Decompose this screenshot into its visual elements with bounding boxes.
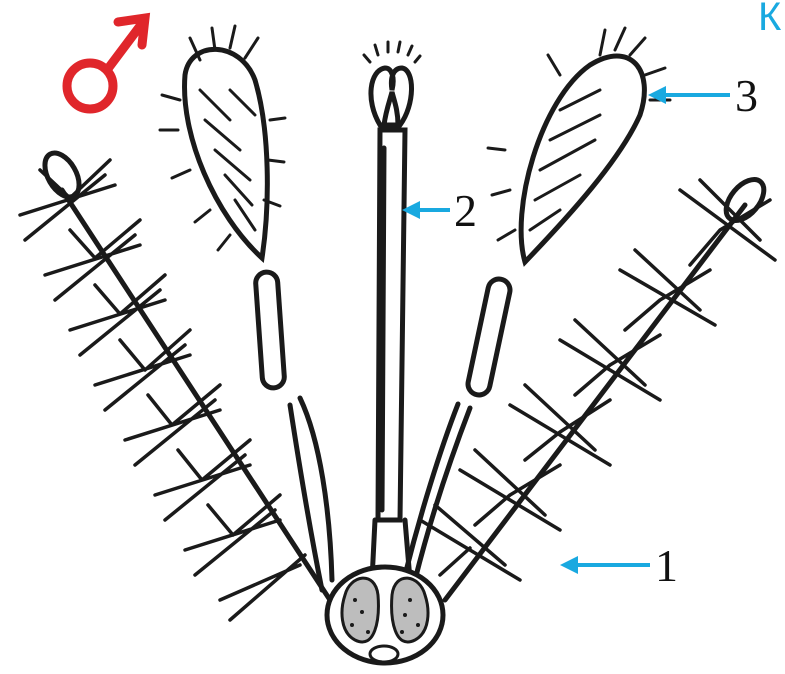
male-symbol-icon: [67, 18, 145, 109]
head: [327, 567, 443, 663]
proboscis: [364, 42, 420, 580]
right-palp: [405, 28, 670, 580]
label-2-arrow: [402, 201, 450, 219]
left-palp: [160, 26, 332, 590]
label-3: 3: [735, 70, 758, 121]
label-2: 2: [454, 185, 477, 236]
label-1: 1: [655, 540, 678, 591]
corner-letter: К: [758, 0, 782, 39]
right-antenna: [420, 173, 775, 600]
label-1-arrow: [560, 556, 650, 574]
